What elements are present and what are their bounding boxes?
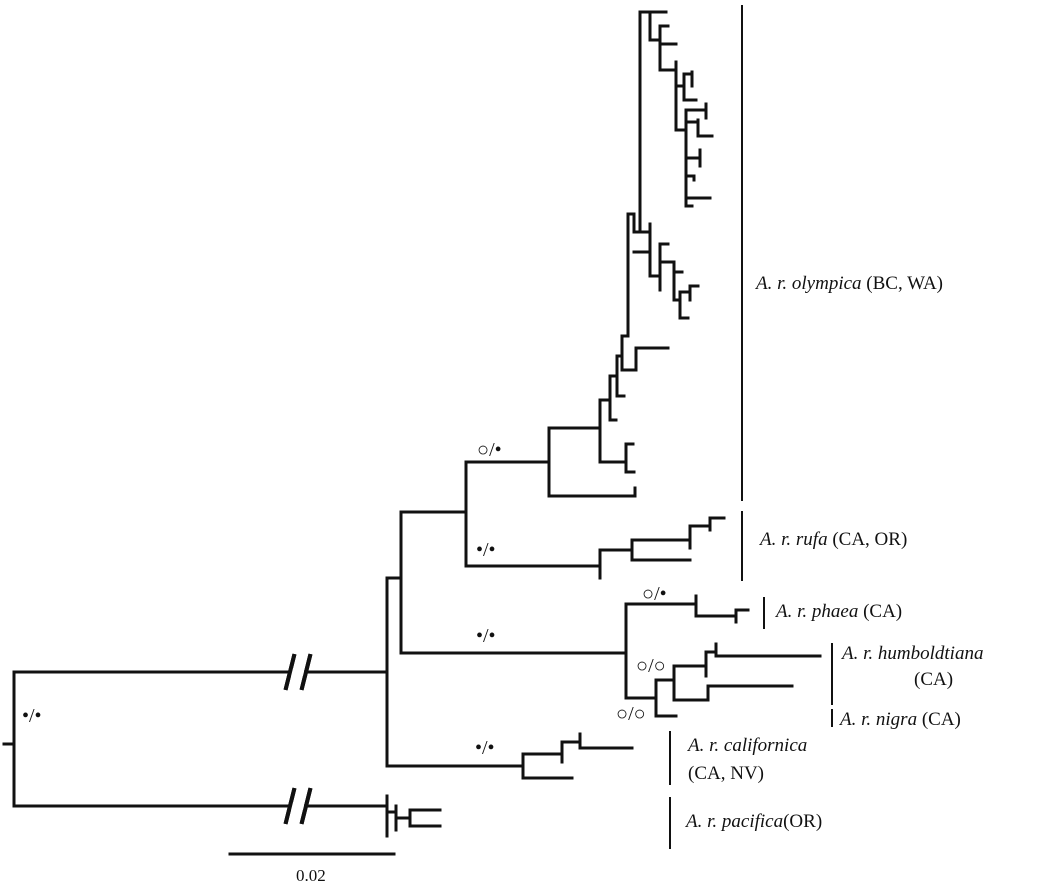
- taxon-name: A. r. olympica: [756, 273, 862, 294]
- clade-californica-branches: [521, 732, 634, 780]
- taxon-region: (CA): [921, 709, 961, 730]
- label-nigra: A. r. nigra (CA): [840, 710, 961, 729]
- clade-olympica-branches: [547, 10, 714, 498]
- support-root: •/•: [22, 705, 42, 727]
- taxon-name: A. r. rufa: [760, 529, 828, 550]
- support-humboldtiana-nigra: ○/○: [616, 703, 646, 725]
- support-californica: •/•: [475, 737, 495, 759]
- taxon-name: A. r. californica: [688, 735, 808, 756]
- taxon-region: (BC, WA): [866, 273, 944, 294]
- support-humboldtiana: ○/○: [636, 655, 666, 677]
- clade-phaea-group-branches: [624, 594, 822, 718]
- label-humboldtiana-region: (CA): [914, 670, 953, 689]
- taxon-region: (CA): [914, 669, 954, 690]
- clade-rufa-branches: [598, 516, 726, 580]
- taxon-region: (OR): [783, 811, 823, 832]
- support-olympica: ○/•: [477, 439, 502, 461]
- scale-bar-label: 0.02: [296, 866, 326, 885]
- taxon-name: A. r. humboldtiana: [842, 643, 984, 664]
- taxon-region: (CA): [863, 601, 903, 622]
- label-phaea: A. r. phaea (CA): [776, 602, 902, 621]
- label-californica-region: (CA, NV): [688, 764, 764, 783]
- label-pacifica: A. r. pacifica(OR): [686, 812, 822, 831]
- taxon-name: A. r. phaea: [776, 601, 859, 622]
- clade-bars: [669, 5, 833, 849]
- support-rufa: •/•: [476, 539, 496, 561]
- taxon-name: A. r. nigra: [840, 709, 918, 730]
- label-californica: A. r. californica: [688, 736, 807, 755]
- label-olympica: A. r. olympica (BC, WA): [756, 274, 943, 293]
- taxon-region: (CA, NV): [688, 763, 764, 784]
- root-branches: [2, 653, 389, 825]
- label-humboldtiana: A. r. humboldtiana: [842, 644, 983, 663]
- support-phaea-group: •/•: [476, 625, 496, 647]
- support-phaea: ○/•: [642, 583, 667, 605]
- label-rufa: A. r. rufa (CA, OR): [760, 530, 907, 549]
- ingroup-backbone: [385, 460, 628, 768]
- taxon-name: A. r. pacifica: [686, 811, 784, 832]
- clade-pacifica-branches: [385, 794, 442, 838]
- taxon-region: (CA, OR): [832, 529, 908, 550]
